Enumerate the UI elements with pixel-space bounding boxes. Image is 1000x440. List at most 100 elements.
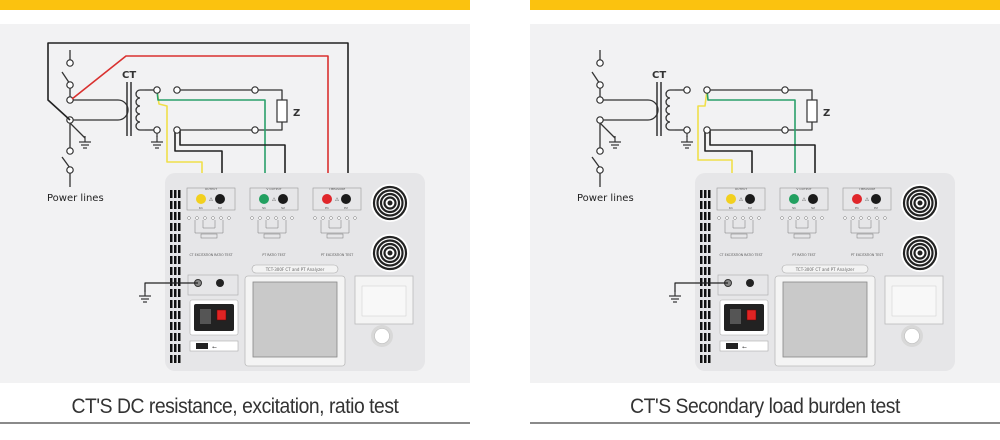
rotary-knob <box>904 328 920 344</box>
ground-panel <box>717 274 769 296</box>
jack-p1 <box>852 194 862 204</box>
diagram-line <box>328 220 342 229</box>
vent-slot <box>704 278 707 286</box>
ground-wire <box>674 282 728 292</box>
terminal-group-title: OUTPUT <box>735 187 747 191</box>
vent-slot <box>178 300 181 308</box>
diagram-line <box>194 220 224 234</box>
terminal-group-title: I MEASURE <box>329 187 346 191</box>
accent-bar <box>530 0 1000 10</box>
diagram-node <box>804 216 808 220</box>
secondary-winding-icon <box>135 89 145 131</box>
terminal-node <box>251 126 259 134</box>
vent-slot <box>178 311 181 319</box>
vent-slot <box>704 300 707 308</box>
vent-slot <box>174 267 177 275</box>
diagram-node <box>313 216 317 220</box>
diagram-line <box>787 220 817 234</box>
vent-slot <box>178 201 181 209</box>
jack-label: K1 <box>729 206 733 210</box>
vent-slot <box>700 190 703 198</box>
bus-node <box>596 96 604 104</box>
model-label-pill <box>781 264 869 274</box>
test-diagram-label: PT EXCITATION TEST <box>321 253 353 257</box>
vent-slot <box>178 212 181 220</box>
switch-blade <box>591 156 601 169</box>
diagram-node <box>749 216 753 220</box>
diagram-line <box>732 220 746 229</box>
test-diagram <box>843 216 887 239</box>
fuse-button <box>746 279 754 287</box>
terminal-group-1 <box>779 187 829 211</box>
test-diagram-label: PT RATIO TEST <box>792 253 815 257</box>
line <box>788 89 813 100</box>
model-label: TCT-300F CT and PT Analyzer <box>795 267 855 272</box>
jack-label: S2 <box>281 206 285 210</box>
switch-blade <box>61 156 71 169</box>
vent-slot <box>178 344 181 352</box>
vent-slot <box>708 322 711 330</box>
terminal-node <box>703 126 711 134</box>
socket-pins <box>730 309 741 324</box>
fan-ring <box>372 235 408 271</box>
burden-z-icon <box>806 99 818 123</box>
vent-slot <box>708 190 711 198</box>
diagram-node <box>788 216 792 220</box>
warning-icon: ⚠ <box>739 197 744 203</box>
vent-slot <box>704 256 707 264</box>
vent-slot <box>174 322 177 330</box>
vent-slot <box>708 311 711 319</box>
vent-slot <box>178 355 181 363</box>
terminal-node <box>173 126 181 134</box>
vent-slot <box>704 355 707 363</box>
vent-slot <box>178 234 181 242</box>
jack-s2 <box>808 194 818 204</box>
jack-label: P2 <box>344 206 348 210</box>
vent-slot <box>708 245 711 253</box>
vent-slot <box>700 322 703 330</box>
vent-slot <box>170 267 173 275</box>
vent-slot <box>174 300 177 308</box>
warning-icon: ⚠ <box>802 197 807 203</box>
vent-slot <box>178 322 181 330</box>
vent-slot <box>704 322 707 330</box>
fan-ring <box>383 196 397 210</box>
warning-icon: ⚠ <box>865 197 870 203</box>
diagram-winding <box>856 233 874 239</box>
diagram-winding <box>326 233 344 239</box>
caption: CT'S Secondary load burden test <box>630 395 900 418</box>
test-diagram-label: PT RATIO TEST <box>262 253 285 257</box>
vent-slot <box>170 300 173 308</box>
warning-icon: ⚠ <box>209 197 214 203</box>
jack-label: K1 <box>199 206 203 210</box>
line <box>258 122 283 131</box>
power-switch <box>746 309 757 321</box>
vent-slot <box>700 212 703 220</box>
vent-slot <box>174 245 177 253</box>
vent-slot <box>700 278 703 286</box>
vent-slot <box>704 267 707 275</box>
ground-wire <box>144 282 198 292</box>
terminal-node <box>153 126 161 134</box>
vent-slot <box>174 212 177 220</box>
fan-ring <box>376 239 404 267</box>
secondary-winding-icon <box>665 89 675 131</box>
vent-slot <box>174 223 177 231</box>
vent-slot <box>178 256 181 264</box>
lcd-screen <box>782 281 868 358</box>
jack-label: P2 <box>874 206 878 210</box>
vent-slot <box>170 212 173 220</box>
line <box>258 89 283 100</box>
diagram-node <box>843 216 847 220</box>
vent-slot <box>174 256 177 264</box>
wire-red-p1 <box>71 55 329 196</box>
diagram-node <box>717 216 721 220</box>
fuse-button <box>216 279 224 287</box>
test-diagram <box>313 216 357 239</box>
test-diagram <box>717 216 761 239</box>
ground-icon <box>609 136 621 149</box>
